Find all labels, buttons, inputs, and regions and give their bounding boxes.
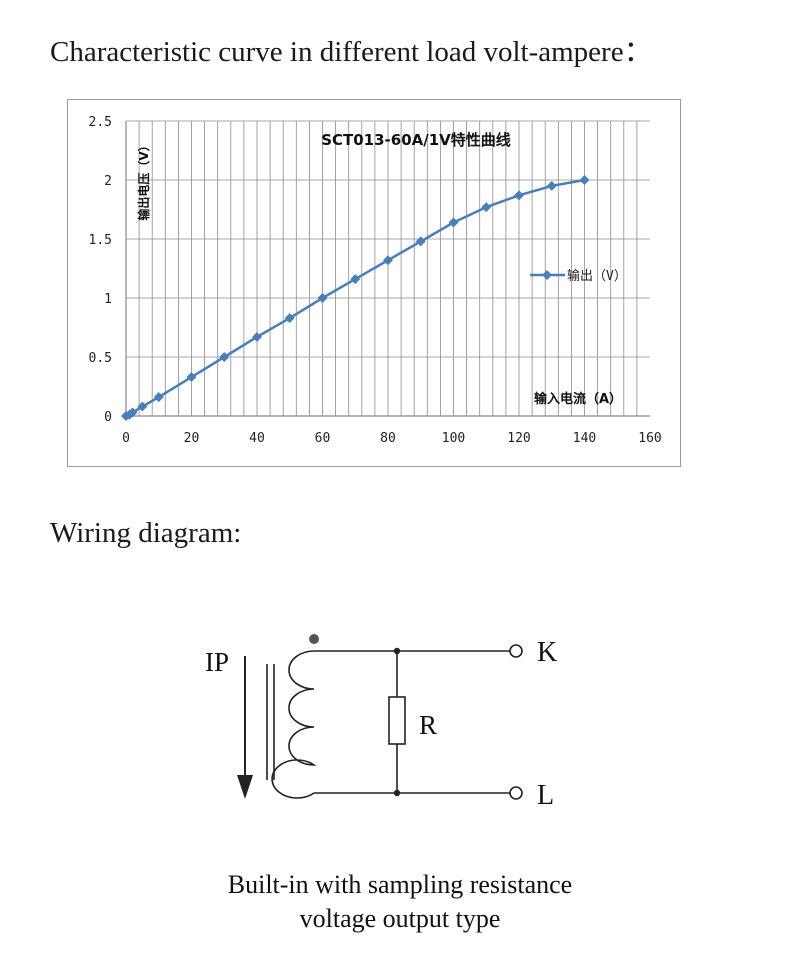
resistor-label: R — [419, 710, 437, 740]
junction-dot — [393, 789, 401, 797]
legend-marker-swatch — [542, 270, 552, 280]
y-tick-label: 2 — [104, 174, 112, 189]
series-point — [481, 202, 492, 213]
x-tick-label: 160 — [638, 431, 661, 446]
y-tick-label: 0 — [104, 410, 112, 425]
chart-y-axis-label: 输出电压（V） — [136, 139, 151, 220]
caption-line-2: voltage output type — [299, 904, 501, 933]
terminal-l-label: L — [537, 780, 554, 811]
series-point — [137, 401, 148, 412]
series-point — [514, 190, 524, 201]
x-tick-label: 120 — [507, 431, 530, 446]
x-tick-label: 100 — [442, 431, 465, 446]
x-tick-label: 40 — [249, 431, 265, 446]
legend-label: 输出（V） — [567, 268, 627, 284]
y-tick-label: 1.5 — [89, 233, 112, 248]
terminal-k — [509, 644, 523, 658]
resistor-symbol — [388, 696, 406, 745]
caption-line-1: Built-in with sampling resistance — [227, 870, 573, 899]
x-tick-label: 0 — [122, 431, 130, 446]
junction-dot — [393, 647, 401, 655]
series-point — [153, 392, 164, 403]
polarity-dot — [309, 634, 319, 644]
terminal-l — [509, 786, 523, 800]
x-tick-label: 60 — [315, 431, 331, 446]
y-tick-label: 2.5 — [89, 115, 112, 130]
terminal-k-label: K — [537, 637, 557, 668]
coil-winding — [271, 650, 317, 799]
wiring-diagram: IP R K L — [205, 634, 557, 811]
x-tick-label: 140 — [573, 431, 596, 446]
wiring-section-heading: Wiring diagram: — [50, 517, 242, 549]
chart-title: SCT013-60A/1V特性曲线 — [321, 131, 511, 149]
series-point — [186, 372, 197, 383]
series-point — [546, 180, 557, 191]
curve-section-heading: Characteristic curve in different load v… — [50, 36, 653, 68]
chart-series — [121, 175, 590, 421]
chart-canvas: 0 20 40 60 80 100 120 140 160 0 0.5 1 1.5 2 2.5 SCT013… — [89, 115, 662, 446]
series-point — [579, 175, 590, 185]
y-tick-label: 0.5 — [89, 351, 112, 366]
chart-axes — [125, 121, 650, 417]
current-arrow-head — [237, 775, 253, 799]
chart-x-axis-label: 输入电流（A） — [534, 391, 622, 407]
y-tick-label: 1 — [104, 292, 112, 307]
series-point — [383, 255, 393, 266]
series-point — [219, 352, 230, 362]
chart-gridlines — [126, 120, 650, 416]
chart-legend: 输出（V） — [530, 268, 627, 284]
ip-label: IP — [205, 647, 229, 677]
x-tick-label: 80 — [380, 431, 396, 446]
chart-tick-labels: 0 20 40 60 80 100 120 140 160 0 0.5 1 1.5 2 2.5 — [89, 115, 662, 446]
series-point — [415, 236, 426, 247]
x-tick-label: 20 — [184, 431, 200, 446]
series-point — [350, 274, 361, 285]
volt-ampere-chart: 0 20 40 60 80 100 120 140 160 0 0.5 1 1.5 2 2.5 SCT013… — [67, 99, 681, 467]
